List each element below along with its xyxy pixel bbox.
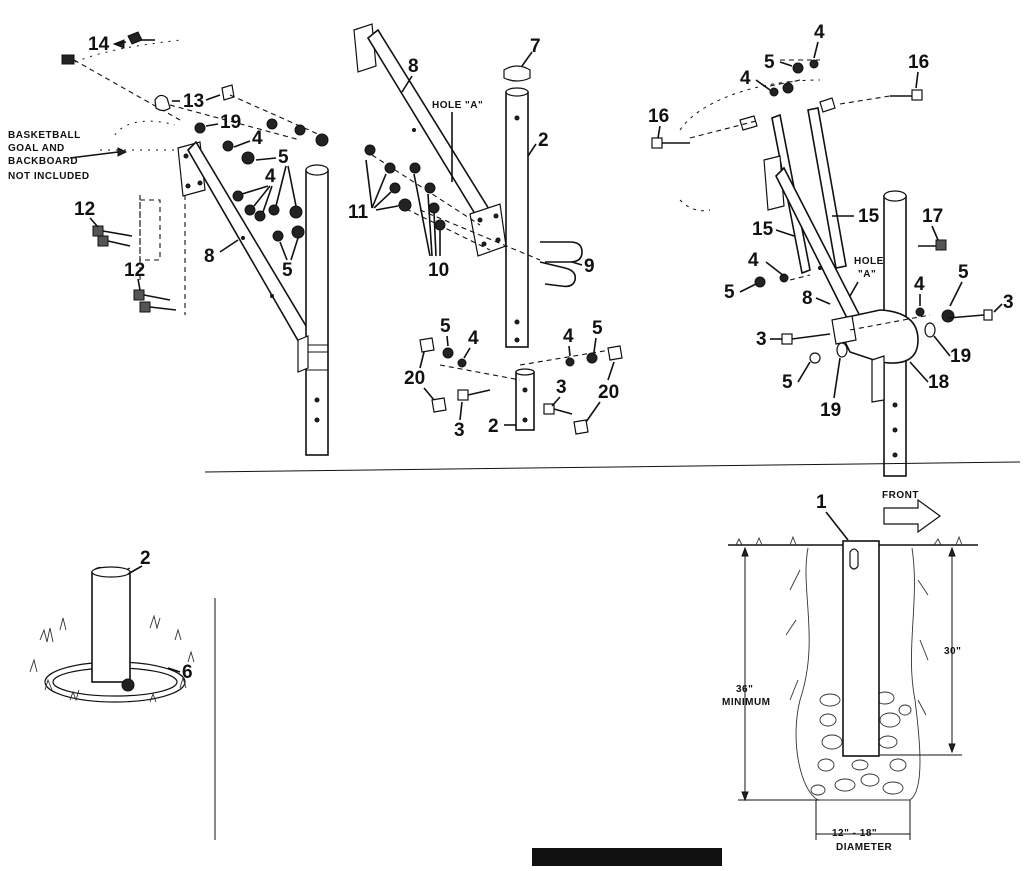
front-label: FRONT [882, 490, 919, 501]
black-bar [532, 848, 722, 866]
callout-2-ground: 2 [140, 548, 151, 569]
hole-a-label-right-line2: "A" [858, 269, 876, 280]
footing-diagram: FRONT 1 36" MINIMUM 30" 12" - 18" DIAMET… [722, 490, 978, 853]
hole-a-label-center: HOLE "A" [432, 100, 483, 111]
strap-18 [832, 309, 919, 364]
diameter-range-label: 12" - 18" [832, 828, 877, 839]
basketball-note-line1: BASKETBALL [8, 130, 81, 141]
bolt-14-icon [61, 31, 155, 65]
basketball-note-line4: NOT INCLUDED [8, 171, 90, 182]
strut-15-right [807, 107, 847, 269]
callout-5-upper: 5 [278, 147, 289, 168]
plug-20-right [607, 345, 623, 361]
callout-15-left: 15 [752, 219, 774, 240]
callout-5-center-right: 5 [592, 318, 603, 339]
callout-14: 14 [88, 34, 110, 55]
callout-8-center: 8 [408, 56, 419, 77]
plug-20-lower-right [573, 419, 589, 435]
callout-4-lower: 4 [265, 166, 276, 187]
pole-upper-center [505, 91, 529, 348]
callout-4-center-right: 4 [563, 326, 574, 347]
callout-1: 1 [816, 492, 827, 513]
callout-20-left: 20 [404, 368, 425, 389]
callout-4-right-strut: 4 [748, 250, 759, 271]
separator-horizontal [204, 461, 1021, 473]
nuts-11-icon [364, 144, 412, 212]
u-bolts-9-icon [539, 241, 583, 288]
callout-19-right-bottom: 19 [820, 400, 841, 421]
gravel [810, 691, 912, 796]
grass-tufts [29, 614, 195, 703]
depth-30-label: 30" [944, 646, 961, 657]
callout-5-right-lower: 5 [958, 262, 969, 283]
basketball-note-line3: BACKBOARD [8, 156, 78, 167]
callout-19: 19 [220, 112, 241, 133]
callout-7: 7 [530, 36, 541, 57]
callout-15-right: 15 [858, 206, 880, 227]
callout-6: 6 [182, 662, 193, 683]
callout-16-right: 16 [908, 52, 929, 73]
bracket-plate [469, 203, 507, 257]
callout-5-right-strut: 5 [724, 282, 735, 303]
pole-ground-ring: 2 6 [29, 548, 195, 703]
callout-4-right-top: 4 [814, 22, 825, 43]
callout-5-lower: 5 [282, 260, 293, 281]
callout-3-center-left: 3 [454, 420, 465, 441]
callout-4-center-left: 4 [468, 328, 479, 349]
callout-5-center-left: 5 [440, 316, 451, 337]
depth-36-minimum-label: MINIMUM [722, 697, 771, 708]
bolts-12-icon [92, 225, 177, 313]
callout-10: 10 [428, 260, 449, 281]
callout-3-right-side: 3 [1003, 292, 1014, 313]
callout-2-upper: 2 [538, 130, 549, 151]
brace-arm-8 [187, 140, 314, 346]
callout-17: 17 [922, 206, 943, 227]
bolt-16-left [651, 137, 663, 149]
callout-19-right-top: 19 [950, 346, 971, 367]
center-assembly: 7 8 HOLE "A" 2 11 10 9 5 4 4 5 20 20 3 [348, 23, 623, 441]
right-assembly: 4 5 4 16 16 15 15 17 4 5 HOLE "A" 8 4 5 … [648, 22, 1014, 477]
callout-5-right-top: 5 [764, 52, 775, 73]
callout-12-lower: 12 [124, 260, 145, 281]
depth-36-label: 36" [736, 684, 753, 695]
callout-13: 13 [183, 91, 204, 112]
callout-3-right-left: 3 [756, 329, 767, 350]
pole-left [297, 164, 329, 456]
nut-washer-set [194, 118, 329, 242]
brace-arm-8-right [775, 166, 864, 330]
hole-a-label-right-line1: HOLE [854, 256, 884, 267]
front-arrow-icon [883, 498, 942, 534]
callout-12-upper: 12 [74, 199, 95, 220]
callout-18: 18 [928, 372, 949, 393]
callout-5-right-bottom: 5 [782, 372, 793, 393]
diameter-label: DIAMETER [836, 842, 893, 853]
bolt-17-icon [935, 239, 947, 251]
top-plate [353, 23, 377, 73]
washers-10-icon [409, 162, 446, 231]
callout-11: 11 [348, 202, 369, 223]
callout-2-lower: 2 [488, 416, 499, 437]
callout-3-center-right: 3 [556, 377, 567, 398]
plug-20-left [419, 337, 435, 353]
callout-8-right: 8 [802, 288, 813, 309]
callout-4-upper: 4 [252, 128, 263, 149]
basketball-note-line2: GOAL AND [8, 143, 65, 154]
left-assembly: BASKETBALL GOAL AND BACKBOARD NOT INCLUD… [8, 31, 329, 456]
callout-4-right-lower: 4 [914, 274, 925, 295]
post-in-ground [842, 540, 880, 757]
callout-20-right: 20 [598, 382, 619, 403]
bolt-16-right [911, 89, 923, 101]
clamp-13-icon [154, 94, 171, 112]
callout-4-right-mid: 4 [740, 68, 751, 89]
cap-7-icon [503, 65, 531, 82]
plug-20-lower-left [431, 397, 447, 413]
callout-16-left: 16 [648, 106, 669, 127]
callout-9: 9 [584, 256, 595, 277]
callout-8: 8 [204, 246, 215, 267]
